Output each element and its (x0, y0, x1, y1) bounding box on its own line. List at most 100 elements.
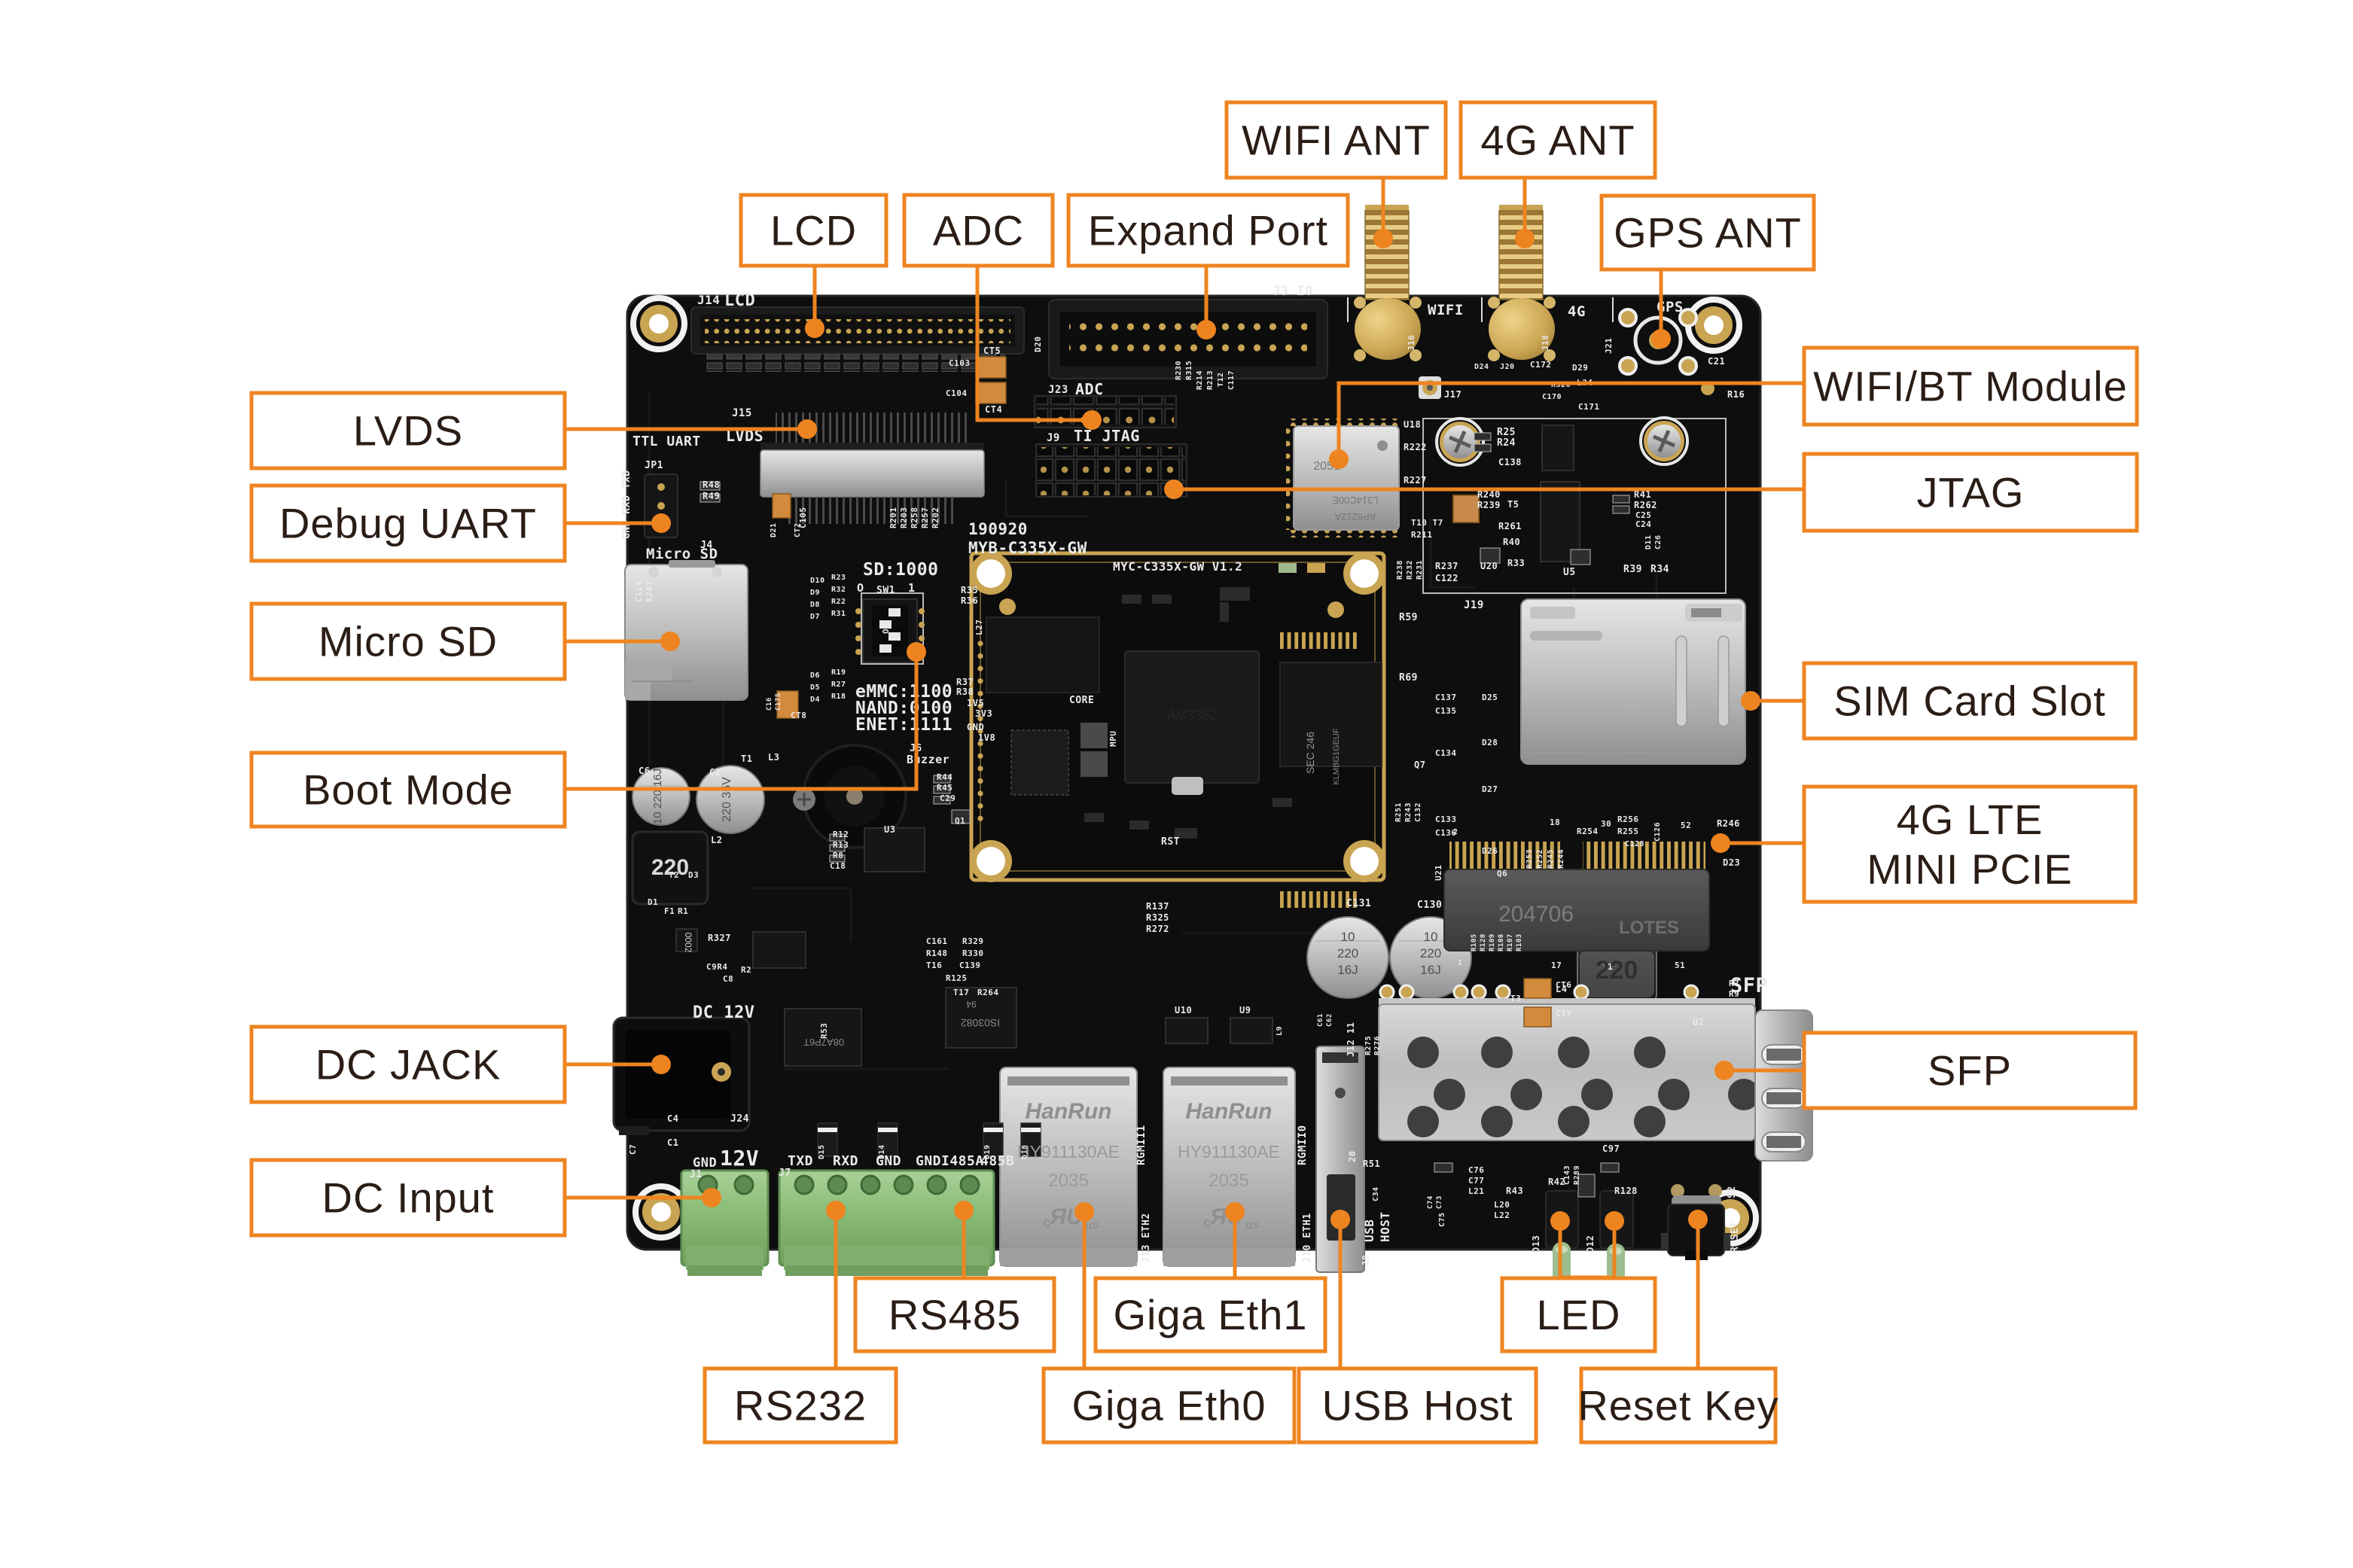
silk-text: J9 (1047, 432, 1060, 444)
silk-text: C1 (667, 1137, 678, 1148)
callout-label: WIFI/BT Module (1813, 363, 2128, 410)
callout-dc-jack: DC JACK (249, 1025, 671, 1104)
resistor-array-strip (704, 354, 1005, 372)
silk-text: C175 (775, 693, 782, 711)
callout-rs232: RS232 (703, 1201, 898, 1445)
silk-separators (1347, 297, 1614, 322)
silk-text: J3 IO (1273, 284, 1313, 299)
silk-text: R25 (1497, 427, 1516, 438)
silk-text: R120 (1480, 933, 1487, 951)
leader-dot (1329, 449, 1349, 469)
callout-label: LED (1537, 1291, 1621, 1338)
silk-text: T5 (1507, 499, 1519, 510)
silk-text: D20 (1033, 336, 1043, 352)
part-marking: AM3352 (1166, 708, 1217, 723)
silk-text: R213 (1206, 370, 1215, 390)
callout-box (1579, 1366, 1778, 1445)
part-marking: 10 (1424, 930, 1438, 944)
silk-text: RST (1161, 836, 1180, 848)
silk-text: 17 (1551, 961, 1562, 970)
callout-box (249, 1025, 567, 1104)
silk-text: RESET (1730, 1221, 1741, 1253)
silk-text: D4 (810, 696, 820, 704)
silk-text: R201 (888, 507, 898, 529)
electrolytic-capacitor (632, 767, 690, 826)
callout-label: Expand Port (1088, 207, 1328, 254)
callout-label: LCD (770, 207, 857, 254)
lvds-connector (760, 413, 985, 524)
silk-text: R252 (1536, 849, 1544, 869)
silk-text: R137 (1146, 901, 1169, 912)
silk-text: RGMII1 (1135, 1125, 1148, 1165)
silk-text: U5 (1563, 567, 1576, 578)
silk-text: L21 (1468, 1186, 1484, 1196)
silk-text: T10 T7 (1411, 518, 1443, 528)
silk-text: R48 (703, 480, 720, 490)
eth-jack-giga-eth1 (1163, 1067, 1296, 1267)
silk-text: R7 (1729, 979, 1739, 988)
silk-text: R34 (1650, 564, 1669, 575)
callout-label: ADC (933, 207, 1024, 254)
silk-text: C7 (628, 1144, 638, 1155)
som-chip-nand (986, 617, 1100, 693)
callout-box (1802, 784, 2138, 904)
silk-text: U9 (1239, 1005, 1251, 1015)
callout-adc: ADC (902, 193, 1102, 430)
silk-text: 31 (1602, 962, 1613, 972)
callout-box (1297, 1366, 1538, 1445)
leader-dot (651, 1055, 671, 1074)
silk-text: R251 (1394, 802, 1403, 822)
silk-text: NAND:0100 (855, 699, 952, 718)
callout-lcd: LCD (739, 193, 888, 338)
callout-label: MINI PCIE (1867, 845, 2072, 893)
leader-dot (1225, 1202, 1245, 1222)
som-b2b-comb (1280, 891, 1360, 908)
silk-text: 12V (720, 1146, 759, 1171)
silk-text: C16 (766, 697, 773, 711)
silk-text: O (857, 581, 864, 595)
callout-label: Giga Eth1 (1113, 1291, 1307, 1338)
silk-text: R254 (1577, 827, 1599, 836)
som-corner-hole (970, 553, 1385, 882)
silk-text: CT8 (791, 711, 806, 720)
silk-text: Q6 (1497, 869, 1507, 878)
leader-dot (1074, 1202, 1094, 1222)
silk-text: SFP (1730, 974, 1768, 997)
part-marking: 16J (1420, 963, 1440, 977)
terminal-block-dc (680, 1169, 770, 1276)
callout-rs485: RS485 (853, 1201, 1056, 1353)
silk-text: U3 (884, 824, 895, 835)
silk-text: C130 (1417, 900, 1442, 911)
silk-text: R203 (899, 507, 909, 529)
silk-text: C135 (1435, 706, 1457, 716)
silk-text: D18 (1021, 1144, 1029, 1159)
silk-text: D15 (818, 1144, 826, 1159)
silk-text: GND (693, 1155, 717, 1171)
callout-box (1802, 661, 2138, 741)
silk-text: C124 (634, 581, 644, 603)
silk-outline-box (1422, 418, 1727, 594)
silk-text: C34 (1372, 1186, 1380, 1201)
mounting-hole (1685, 297, 1742, 354)
silk-text: C128 (1625, 840, 1644, 848)
silk-text: R36 (961, 595, 978, 606)
callout-box (703, 1366, 898, 1445)
mounting-hole (632, 1183, 690, 1241)
silk-text: R262 (1634, 500, 1657, 510)
silk-text: R39 (1623, 564, 1642, 575)
silk-text: T16 (926, 961, 942, 970)
part-marking: HY911130AE (1178, 1142, 1280, 1162)
silk-text: R108 (1498, 933, 1505, 951)
silk-text: 20 (1347, 1151, 1358, 1162)
callout-jtag: JTAG (1164, 452, 2139, 533)
silk-text: TI JTAG (1074, 427, 1140, 445)
silk-text: R9 (1729, 989, 1739, 999)
callout-label: Giga Eth0 (1071, 1382, 1266, 1429)
silk-text: R53 (819, 1023, 829, 1039)
callout-micro-sd: Micro SD (249, 601, 680, 681)
silk-text: R107 (1507, 933, 1514, 951)
silk-text: L22 (1494, 1210, 1510, 1220)
leader-dot (1373, 229, 1393, 248)
silk-text: CT7 (1556, 1009, 1571, 1018)
electrolytic-capacitor (1306, 916, 1389, 999)
